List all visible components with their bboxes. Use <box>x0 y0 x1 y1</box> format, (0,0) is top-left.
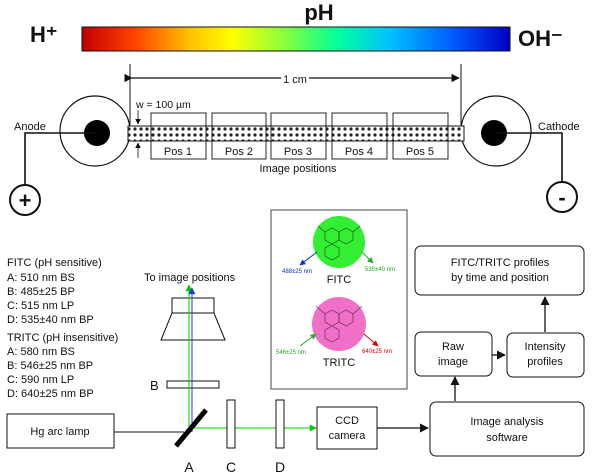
raw-label-2: image <box>438 356 468 368</box>
intensity-label-2: profiles <box>527 356 563 368</box>
tritc-item: C: 590 nm LP <box>7 374 74 386</box>
filter-b <box>166 380 220 389</box>
position-label: Pos 1 <box>164 146 192 158</box>
position-box-2: Pos 2 <box>211 112 267 160</box>
tritc-emission-arrow <box>363 333 379 347</box>
positive-terminal <box>9 184 41 216</box>
fitc-emission: 535±40 nm <box>365 267 395 273</box>
length-label: 1 cm <box>283 74 307 86</box>
acid-label: H⁺ <box>30 22 58 47</box>
fitc-item: D: 535±40 nm BP <box>7 314 94 326</box>
length-dimension: 1 cm <box>124 64 462 125</box>
to-image-positions-label: To image positions <box>144 272 236 284</box>
cathode-label: Cathode <box>538 121 580 133</box>
label-d: D <box>275 459 285 475</box>
filter-specs: FITC (pH sensitive) A: 510 nm BS B: 485±… <box>7 257 118 400</box>
tritc-item: B: 546±25 nm BP <box>7 360 93 372</box>
anode-label: Anode <box>14 121 46 133</box>
intensity-profiles-box <box>506 332 585 378</box>
fitc-header: FITC (pH sensitive) <box>7 257 102 269</box>
raw-label-1: Raw <box>442 341 464 353</box>
label-c: C <box>226 459 236 475</box>
position-box-5: Pos 5 <box>392 112 449 160</box>
channel-beads <box>128 126 464 141</box>
tritc-name: TRITC <box>323 357 355 369</box>
image-analysis-box <box>429 401 585 457</box>
fitc-item: A: 510 nm BS <box>7 272 75 284</box>
ph-scale: pH H⁺ OH⁻ <box>30 0 563 52</box>
processing-flow: Image analysis software Raw image Intens… <box>377 245 585 457</box>
position-label: Pos 4 <box>345 146 373 158</box>
position-box-1: Pos 1 <box>150 112 207 160</box>
position-label: Pos 2 <box>225 146 253 158</box>
fitc-excitation: 488±25 nm <box>282 269 312 275</box>
cathode-electrode <box>481 120 507 146</box>
camera-label-2: camera <box>329 430 367 442</box>
fitc-tritc-profiles-box <box>414 245 585 296</box>
raw-image-box <box>414 331 493 377</box>
analysis-label-2: software <box>486 432 528 444</box>
filter-d <box>275 399 285 449</box>
analysis-label-1: Image analysis <box>470 416 544 428</box>
label-a: A <box>184 459 194 475</box>
fitc-molecule <box>313 216 365 268</box>
fitc-emission-arrow <box>361 251 374 264</box>
image-positions-caption: Image positions <box>259 163 337 175</box>
tritc-header: TRITC (pH insensitive) <box>7 332 118 344</box>
label-b: B <box>150 378 159 393</box>
intensity-label-1: Intensity <box>525 341 566 353</box>
dye-inset: FITC 488±25 nm 535±40 nm TRITC 546±25 nm… <box>270 209 408 390</box>
fitc-item: B: 485±25 BP <box>7 286 75 298</box>
fitc-name: FITC <box>327 274 351 286</box>
profiles-label-2: by time and position <box>451 272 549 284</box>
position-label: Pos 5 <box>406 146 434 158</box>
position-box-4: Pos 4 <box>331 112 388 160</box>
profiles-label-1: FITC/TRITC profiles <box>451 257 550 269</box>
camera-label-1: CCD <box>335 415 359 427</box>
fitc-excitation-arrow <box>299 251 318 266</box>
dichroic-mirror-a <box>174 408 208 448</box>
cathode-wire <box>496 132 563 182</box>
filter-c <box>226 399 236 449</box>
lamp-label: Hg arc lamp <box>30 426 89 438</box>
microchannel-chip: w = 100 µm Pos 1 Pos 2 Pos 3 Pos 4 Pos 5… <box>9 95 580 216</box>
ph-title: pH <box>304 0 333 25</box>
negative-terminal <box>546 181 578 213</box>
position-label: Pos 3 <box>284 146 312 158</box>
optical-setup: To image positions B Hg arc lamp A C D C… <box>6 272 378 475</box>
ph-gradient-bar <box>81 26 511 52</box>
anode-wire <box>24 132 95 186</box>
tritc-emission: 640±25 nm <box>362 349 392 355</box>
tritc-excitation-arrow <box>299 333 317 347</box>
plus-sign: + <box>19 188 32 213</box>
width-label: w = 100 µm <box>135 99 191 111</box>
hg-arc-lamp <box>6 413 115 449</box>
position-box-3: Pos 3 <box>270 112 327 160</box>
objective-lens <box>160 297 226 341</box>
tritc-molecule <box>312 297 366 351</box>
fitc-item: C: 515 nm LP <box>7 300 74 312</box>
ccd-camera <box>316 406 378 450</box>
tritc-item: D: 640±25 nm BP <box>7 388 94 400</box>
tritc-excitation: 546±25 nm <box>276 350 306 356</box>
anode-electrode <box>84 120 110 146</box>
base-label: OH⁻ <box>518 26 563 51</box>
minus-sign: - <box>558 185 565 210</box>
tritc-item: A: 580 nm BS <box>7 346 75 358</box>
